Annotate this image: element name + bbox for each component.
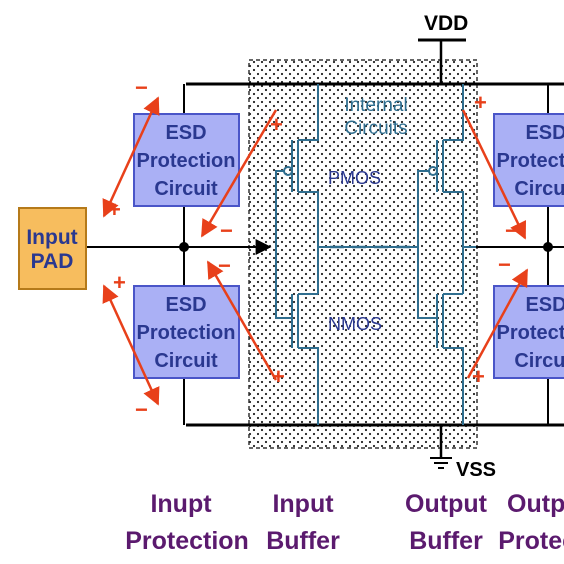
esd-label: Circuit: [154, 178, 218, 200]
minus-sign: −: [135, 75, 148, 100]
esd-label: Protection: [137, 150, 236, 172]
esd-block-bottom-right: ESD Protection Circuit: [493, 285, 564, 379]
esd-label: Protection: [137, 322, 236, 344]
discharge-arrows: [102, 96, 529, 406]
internal-circuits-title: Internal: [344, 95, 407, 116]
discharge-arrow: [206, 260, 278, 381]
minus-sign: −: [505, 218, 518, 243]
output-node-dot: [543, 242, 553, 252]
esd-label: Protection: [497, 322, 564, 344]
minus-sign: −: [498, 252, 511, 277]
esd-label: ESD: [525, 294, 564, 316]
plus-sign: +: [472, 364, 485, 389]
esd-block-top-right: ESD Protection Circuit: [493, 113, 564, 207]
minus-sign: −: [218, 253, 231, 278]
output-buffer-inverter: [417, 84, 476, 425]
polarity-signs: − + + − − + + − + − − +: [108, 75, 518, 422]
section-caption: Protection: [125, 527, 249, 555]
nmos-label: NMOS: [328, 314, 382, 334]
esd-label: ESD: [165, 294, 206, 316]
esd-label: Protection: [497, 150, 564, 172]
input-pad: [18, 207, 87, 290]
section-captions: Inupt Protection Input Buffer Output Buf…: [125, 490, 564, 555]
discharge-arrow: [461, 109, 527, 240]
section-caption: Buffer: [266, 527, 340, 555]
discharge-arrow: [466, 268, 529, 379]
discharge-arrow: [102, 96, 160, 218]
minus-sign: −: [220, 218, 233, 243]
input-pad-line1: Input: [26, 226, 77, 249]
vss-label: VSS: [456, 459, 496, 481]
pmos-label: PMOS: [328, 168, 381, 188]
esd-label: Circuit: [514, 178, 564, 200]
esd-label: Circuit: [154, 350, 218, 372]
section-caption: Output: [507, 490, 564, 518]
esd-block-top-left: ESD Protection Circuit: [133, 113, 240, 207]
input-buffer-inverter: [275, 84, 418, 425]
esd-label: Circuit: [514, 350, 564, 372]
internal-circuits-title: Circuits: [344, 118, 407, 139]
plus-sign: +: [272, 364, 285, 389]
input-pad-line2: PAD: [31, 250, 74, 273]
esd-label: ESD: [525, 122, 564, 144]
input-node-dot: [179, 242, 189, 252]
minus-sign: −: [135, 397, 148, 422]
plus-sign: +: [108, 197, 121, 222]
discharge-arrow: [102, 284, 160, 406]
plus-sign: +: [474, 90, 487, 115]
section-caption: Output: [405, 490, 488, 518]
section-caption: Protection: [498, 527, 564, 555]
plus-sign: +: [113, 270, 126, 295]
esd-label: ESD: [165, 122, 206, 144]
section-caption: Input: [272, 490, 334, 518]
section-caption: Inupt: [150, 490, 212, 518]
vdd-label: VDD: [424, 12, 468, 35]
plus-sign: +: [270, 112, 283, 137]
discharge-arrow: [200, 109, 278, 238]
esd-block-bottom-left: ESD Protection Circuit: [133, 285, 240, 379]
internal-circuits-region: [248, 59, 478, 449]
section-caption: Buffer: [409, 527, 483, 555]
